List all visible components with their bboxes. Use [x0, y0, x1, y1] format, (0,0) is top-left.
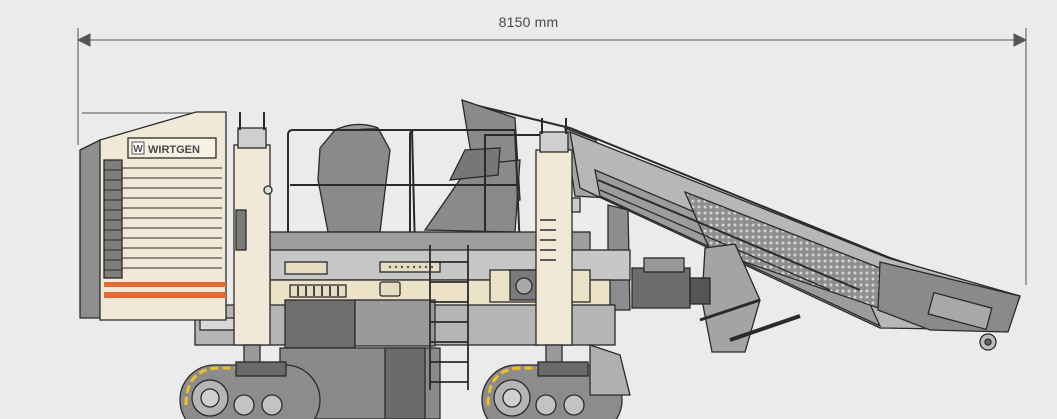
- rear-leg-column: [535, 118, 581, 366]
- front-conveyor-hood: [79, 111, 227, 321]
- access-ladder: [429, 245, 469, 390]
- dimension-arrow-right: [1013, 33, 1028, 47]
- platform-railings: [287, 129, 540, 251]
- orange-stripe-top: [104, 282, 226, 287]
- front-crawler-track: [179, 361, 321, 419]
- overall-length-label: 8150 mm: [498, 14, 559, 30]
- brand-name: WIRTGEN: [148, 144, 200, 156]
- front-leg-column: [233, 112, 273, 366]
- rear-crawler-track: [481, 344, 631, 419]
- operator-platform: [269, 231, 631, 307]
- wirtgen-logo-icon: [131, 141, 145, 155]
- engine-hood: [317, 123, 521, 233]
- dimension-arrow-left: [76, 33, 91, 47]
- dimension-line: [76, 28, 1028, 285]
- wirtgen-logo-letter: W: [133, 144, 143, 155]
- discharge-conveyor: [461, 99, 1021, 353]
- orange-stripe-bottom: [104, 292, 226, 298]
- hood-louvers: [122, 167, 222, 269]
